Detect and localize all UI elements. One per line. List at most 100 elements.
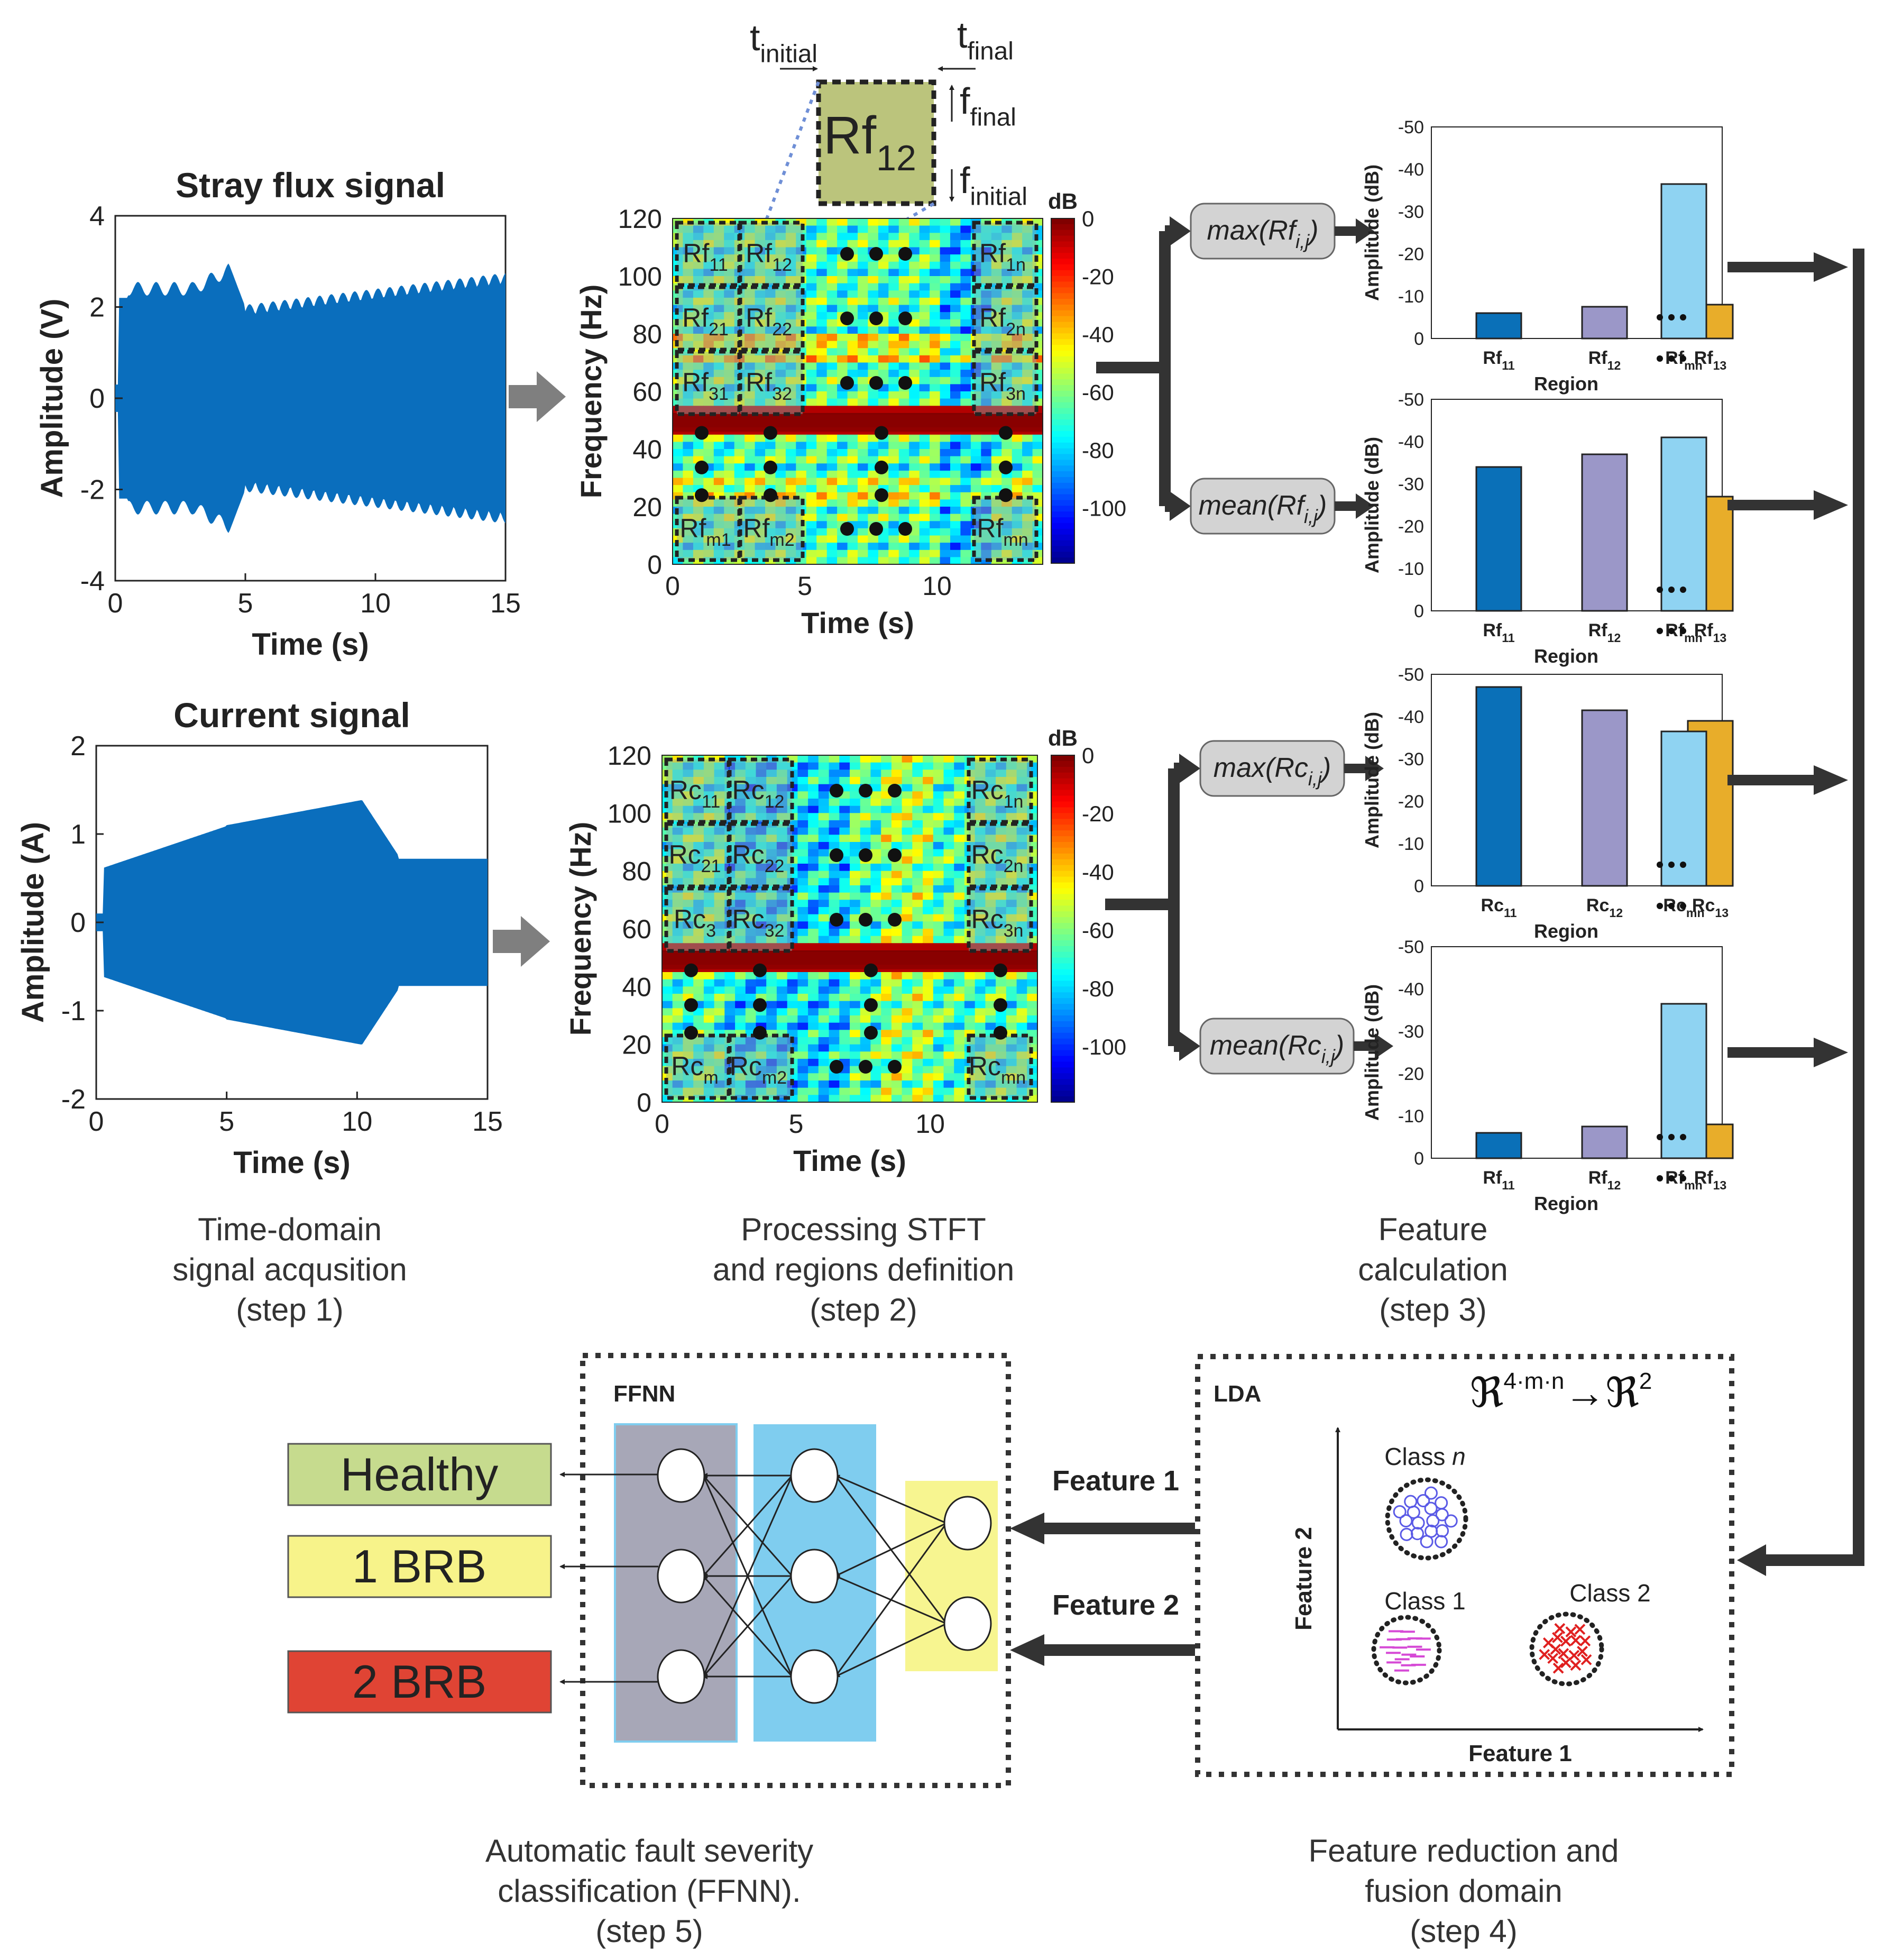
y-tick-label: 20 <box>622 1030 651 1060</box>
bar <box>1581 1125 1628 1159</box>
spectrogram-cell <box>1022 225 1033 233</box>
spectrogram-cell <box>960 290 971 298</box>
category-label-sub: 11 <box>1502 631 1515 645</box>
ellipsis-dot <box>864 1025 878 1040</box>
spectrogram-cell <box>898 290 909 298</box>
spectrogram-cell <box>818 979 830 987</box>
spectrogram-cell <box>850 972 861 980</box>
category-label-sub: 12 <box>1607 359 1621 372</box>
spectrogram-cell <box>954 1095 965 1103</box>
spectrogram-cell <box>829 864 840 872</box>
spectrogram-cell <box>797 849 808 857</box>
spectrogram-cell <box>981 355 992 363</box>
spectrogram-cell <box>703 384 714 392</box>
caption-line: (step 3) <box>1379 1292 1486 1327</box>
spectrogram-cell <box>826 240 838 248</box>
spectrogram-cell <box>943 878 954 886</box>
spectrogram-cell <box>850 1087 861 1096</box>
spectrogram-cell <box>724 507 735 515</box>
operation-fn: max <box>1207 215 1260 246</box>
spectrogram-cell <box>797 835 808 842</box>
spectrogram-cell <box>933 1001 944 1009</box>
x-axis-label: Time (s) <box>233 1146 350 1180</box>
spectrogram-cell <box>818 827 830 836</box>
output-label: Healthy <box>341 1448 498 1500</box>
spectrogram-cell <box>735 1022 746 1031</box>
spectrogram-cell <box>818 820 830 828</box>
spectrogram-cell <box>745 312 756 320</box>
spectrogram-cell <box>693 305 704 313</box>
spectrogram-cell <box>943 849 954 857</box>
spectrogram-cell <box>888 514 899 521</box>
spectrogram-cell <box>683 269 694 277</box>
spectrogram-cell <box>818 1030 830 1038</box>
spectrogram-cell <box>837 456 848 464</box>
colorbar-cell <box>1051 408 1074 415</box>
spectrogram-cell <box>829 1022 840 1031</box>
spectrogram-cell <box>785 319 797 327</box>
spectrogram-cell <box>878 276 889 284</box>
spectrogram-cell <box>950 334 961 342</box>
spectrogram-cell <box>919 528 930 536</box>
spectrogram-cell <box>837 261 848 270</box>
spectrogram-cell <box>713 470 724 479</box>
spectrogram-cell <box>693 240 704 248</box>
spectrogram-cell <box>850 1008 861 1016</box>
spectrogram-cell <box>960 384 971 392</box>
bus-arrow-head <box>1814 490 1848 520</box>
y-tick-label: 0 <box>1414 329 1424 349</box>
spectrogram-cell <box>755 261 766 270</box>
spectrogram-cell <box>713 326 724 334</box>
spectrogram-cell <box>891 900 903 908</box>
spectrogram-cell <box>683 384 694 392</box>
spectrogram-cell <box>860 878 871 886</box>
operation-fn: mean <box>1199 490 1267 521</box>
spectrogram-cell <box>829 1044 840 1052</box>
spectrogram-cell <box>930 334 941 342</box>
spectrogram-cell <box>940 269 951 277</box>
spectrogram-cell <box>826 233 838 241</box>
spectrogram-cell <box>960 225 971 233</box>
bus-arrow-head <box>1814 252 1848 282</box>
spectrogram-cell <box>1022 485 1033 493</box>
spectrogram-cell <box>878 442 889 450</box>
spectrogram-cell <box>960 233 971 241</box>
spectrogram-cell <box>902 1015 913 1023</box>
spectrogram-cell <box>940 261 951 270</box>
spectrogram-cell <box>888 528 899 536</box>
spectrogram-cell <box>735 1008 746 1016</box>
spectrogram-cell <box>940 557 951 565</box>
spectrogram-cell <box>923 820 934 828</box>
spectrogram-cell <box>775 434 786 443</box>
spectrogram-cell <box>826 348 838 356</box>
spectrogram-cell <box>713 528 724 536</box>
spectrogram-cell <box>858 362 869 370</box>
spectrogram-cell <box>808 1008 819 1016</box>
spectrogram-cell <box>898 225 909 233</box>
spectrogram-cell <box>858 521 869 529</box>
spectrogram-cell <box>943 799 954 807</box>
class-n-italic: n <box>1452 1443 1466 1470</box>
spectrogram-cell <box>881 820 892 828</box>
feature-label: Feature 1 <box>1052 1465 1179 1497</box>
spectrogram-cell <box>902 1095 913 1103</box>
spectrogram-cell <box>745 434 756 443</box>
spectrogram-cell <box>839 986 850 994</box>
spectrogram-cell <box>954 1073 965 1081</box>
spectrogram-cell <box>806 348 817 356</box>
spectrogram-cell <box>950 305 961 313</box>
spectrogram-cell <box>808 856 819 864</box>
spectrogram-cell <box>826 470 838 479</box>
x-axis-label: Time (s) <box>252 627 369 662</box>
spectrogram-cell <box>909 434 920 443</box>
spectrogram-cell <box>1001 247 1013 255</box>
spectrogram-cell <box>745 994 757 1002</box>
spectrogram-cell <box>816 456 828 464</box>
spectrogram-cell <box>797 805 808 814</box>
spectrogram-cell <box>724 240 735 248</box>
spectrogram-cell <box>868 233 879 241</box>
spectrogram-cell <box>850 986 861 994</box>
region-label-sub: 11 <box>709 255 728 275</box>
spectrogram-cell <box>714 979 725 987</box>
